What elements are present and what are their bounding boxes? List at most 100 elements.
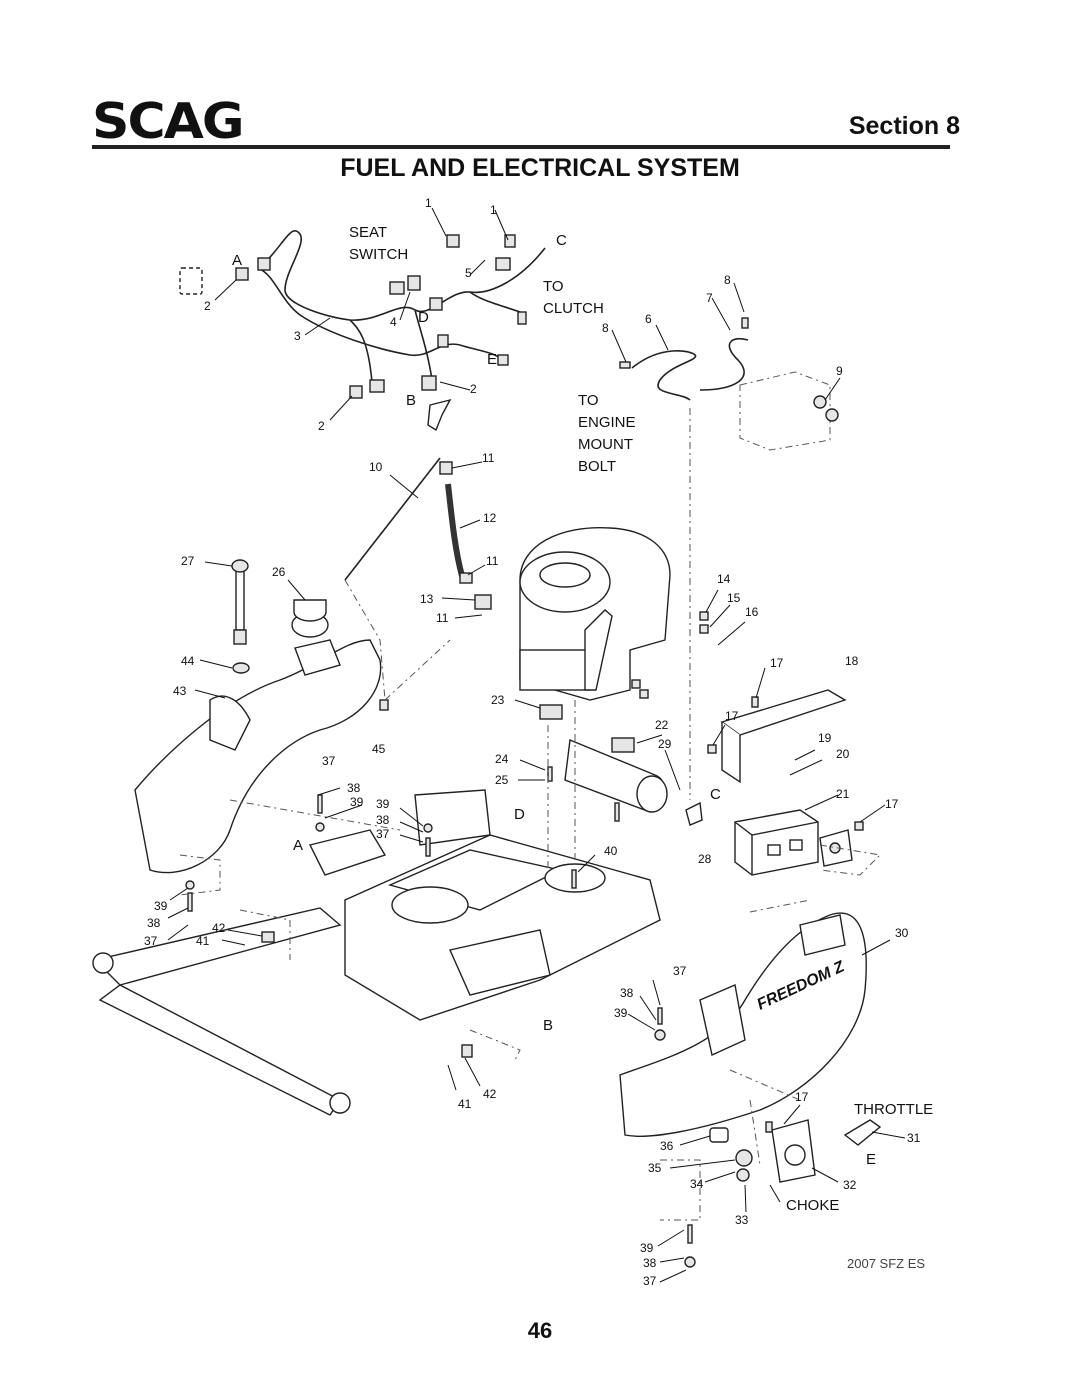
to-engine-label: BOLT (578, 458, 616, 475)
callout-17: 17 (885, 797, 899, 811)
callout-16: 16 (745, 605, 759, 619)
connector-b: B (543, 1017, 553, 1034)
callout-3: 3 (294, 329, 301, 343)
battery (734, 809, 819, 876)
connector-d: D (514, 806, 525, 823)
callout-23: 23 (491, 693, 505, 707)
to-engine-label: TO (578, 392, 599, 409)
seat-switch-label: SWITCH (349, 246, 408, 263)
callout-39: 39 (640, 1241, 654, 1255)
callout-14: 14 (717, 572, 731, 586)
callout-42: 42 (212, 921, 226, 935)
fuel-line (344, 457, 492, 610)
muffler (539, 704, 668, 813)
connector-b: B (406, 392, 416, 409)
brand-wordmark: SCAG (92, 93, 245, 151)
scag-logo: SCAG (92, 94, 245, 151)
callout-2: 2 (470, 382, 477, 396)
callout-43: 43 (173, 684, 187, 698)
callout-12: 12 (483, 511, 497, 525)
fuel-gauge (231, 559, 250, 674)
assembly-lines (179, 408, 882, 1221)
callout-1: 1 (425, 196, 432, 210)
callout-30: 30 (895, 926, 909, 940)
callout-17: 17 (725, 709, 739, 723)
callout-11: 11 (486, 554, 499, 568)
callout-11: 11 (482, 451, 495, 465)
callout-36: 36 (660, 1139, 674, 1153)
to-engine-label: MOUNT (578, 436, 633, 453)
callout-26: 26 (272, 565, 286, 579)
callout-10: 10 (369, 460, 383, 474)
callout-41: 41 (196, 934, 210, 948)
connector-a: A (293, 837, 303, 854)
connector-e: E (487, 351, 497, 368)
callout-18: 18 (845, 654, 859, 668)
callout-15: 15 (727, 591, 741, 605)
callout-8: 8 (724, 273, 731, 287)
callout-29: 29 (658, 737, 672, 751)
callout-45: 45 (372, 742, 386, 756)
connector-c: C (556, 232, 567, 249)
engine (519, 527, 671, 701)
callout-17: 17 (770, 656, 784, 670)
callout-44: 44 (181, 654, 195, 668)
callout-11: 11 (436, 611, 449, 625)
connector-e: E (866, 1151, 876, 1168)
to-engine-label: ENGINE (578, 414, 636, 431)
callout-39: 39 (614, 1006, 628, 1020)
seat-switch-label: SEAT (349, 224, 387, 241)
callout-numbers: 1 1 2 3 4 5 2 2 8 7 8 6 9 10 11 12 11 13… (144, 196, 921, 1288)
callout-37: 37 (673, 964, 687, 978)
battery-cables (619, 317, 839, 451)
callout-39: 39 (350, 795, 364, 809)
callout-6: 6 (645, 312, 652, 326)
connector-c: C (710, 786, 721, 803)
callout-42: 42 (483, 1087, 497, 1101)
hardware (185, 611, 864, 1268)
callout-24: 24 (495, 752, 509, 766)
fuel-tank (134, 612, 382, 874)
callout-37: 37 (643, 1274, 657, 1288)
battery-tray (720, 689, 847, 784)
callout-38: 38 (643, 1256, 657, 1270)
connector-a: A (232, 252, 242, 269)
throttle-choke-assembly (709, 1119, 882, 1183)
callout-1: 1 (490, 203, 497, 217)
callout-38: 38 (147, 916, 161, 930)
callout-13: 13 (420, 592, 434, 606)
page-number: 46 (527, 1318, 553, 1343)
throttle-label: THROTTLE (854, 1101, 933, 1118)
callout-21: 21 (836, 787, 850, 801)
control-console: FREEDOM Z (619, 912, 867, 1137)
callout-32: 32 (843, 1178, 857, 1192)
connector-letters: A B C D E A B C D E (232, 232, 876, 1168)
callout-38: 38 (376, 813, 390, 827)
fuel-cap (293, 599, 327, 622)
text-labels: SEAT SWITCH TO CLUTCH TO ENGINE MOUNT BO… (349, 224, 933, 1271)
callout-28: 28 (698, 852, 712, 866)
choke-label: CHOKE (786, 1197, 839, 1214)
callout-5: 5 (465, 266, 472, 280)
callout-37: 37 (322, 754, 336, 768)
to-clutch-label: CLUTCH (543, 300, 604, 317)
callout-4: 4 (390, 315, 397, 329)
callout-31: 31 (907, 1131, 921, 1145)
callout-35: 35 (648, 1161, 662, 1175)
to-clutch-label: TO (543, 278, 564, 295)
model-reference: 2007 SFZ ES (847, 1256, 925, 1271)
solenoid (819, 829, 853, 867)
connector-d: D (418, 309, 429, 326)
callout-34: 34 (690, 1177, 704, 1191)
callout-17: 17 (795, 1090, 809, 1104)
callout-37: 37 (144, 934, 158, 948)
header-rule (92, 145, 950, 149)
callout-2: 2 (318, 419, 325, 433)
callout-25: 25 (495, 773, 509, 787)
callout-37: 37 (376, 827, 390, 841)
callout-27: 27 (181, 554, 195, 568)
callout-39: 39 (376, 797, 390, 811)
callout-19: 19 (818, 731, 832, 745)
callout-22: 22 (655, 718, 669, 732)
